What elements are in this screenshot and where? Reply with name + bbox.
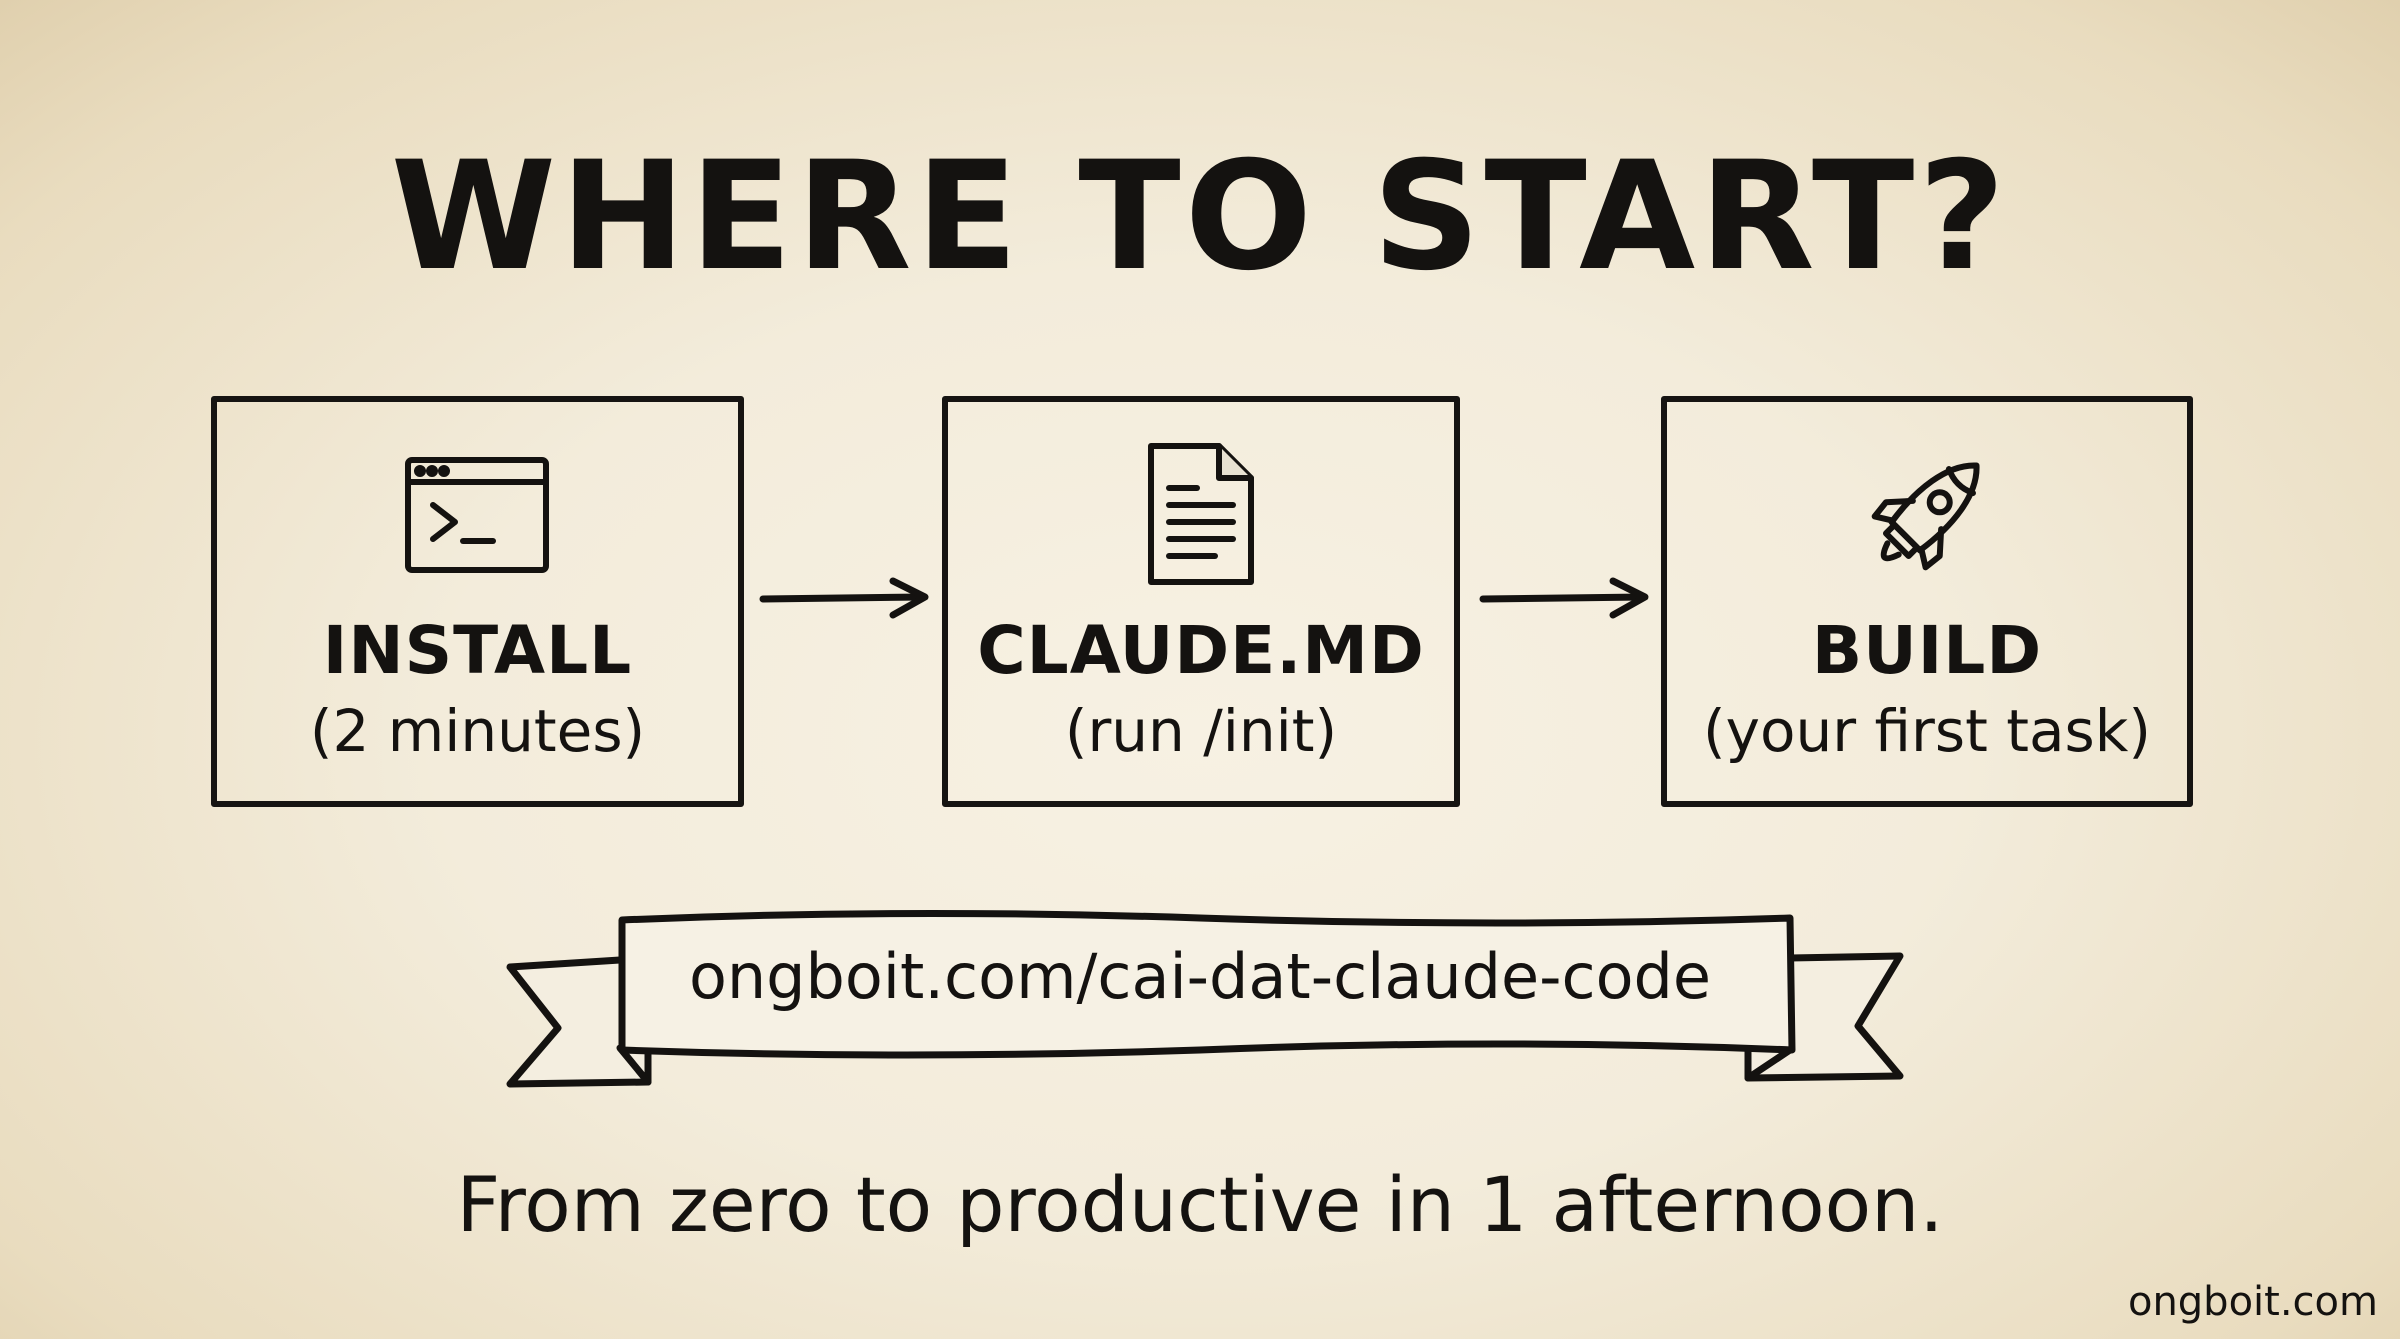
step-claude-md-box: CLAUDE.MD (run /init) <box>942 396 1460 807</box>
step-label: BUILD <box>1811 612 2043 689</box>
arrow-right-icon <box>1475 575 1655 629</box>
arrow-right-icon <box>755 575 935 629</box>
terminal-window-icon <box>398 440 558 590</box>
url-link[interactable]: ongboit.com/cai-dat-claude-code <box>688 940 1712 1013</box>
page-title: WHERE TO START? <box>390 130 2010 304</box>
tagline: From zero to productive in 1 afternoon. <box>456 1160 1944 1249</box>
ribbon-banner <box>500 900 1910 1094</box>
step-sublabel: (2 minutes) <box>309 697 646 765</box>
step-install-box: INSTALL (2 minutes) <box>211 396 744 807</box>
step-build-box: BUILD (your first task) <box>1661 396 2193 807</box>
step-sublabel: (your first task) <box>1703 697 2151 765</box>
step-label: CLAUDE.MD <box>977 612 1425 689</box>
document-icon <box>1121 440 1281 590</box>
step-label: INSTALL <box>322 612 633 689</box>
rocket-icon <box>1847 440 2007 590</box>
step-sublabel: (run /init) <box>1064 697 1338 765</box>
footer-brand: ongboit.com <box>2127 1279 2378 1325</box>
